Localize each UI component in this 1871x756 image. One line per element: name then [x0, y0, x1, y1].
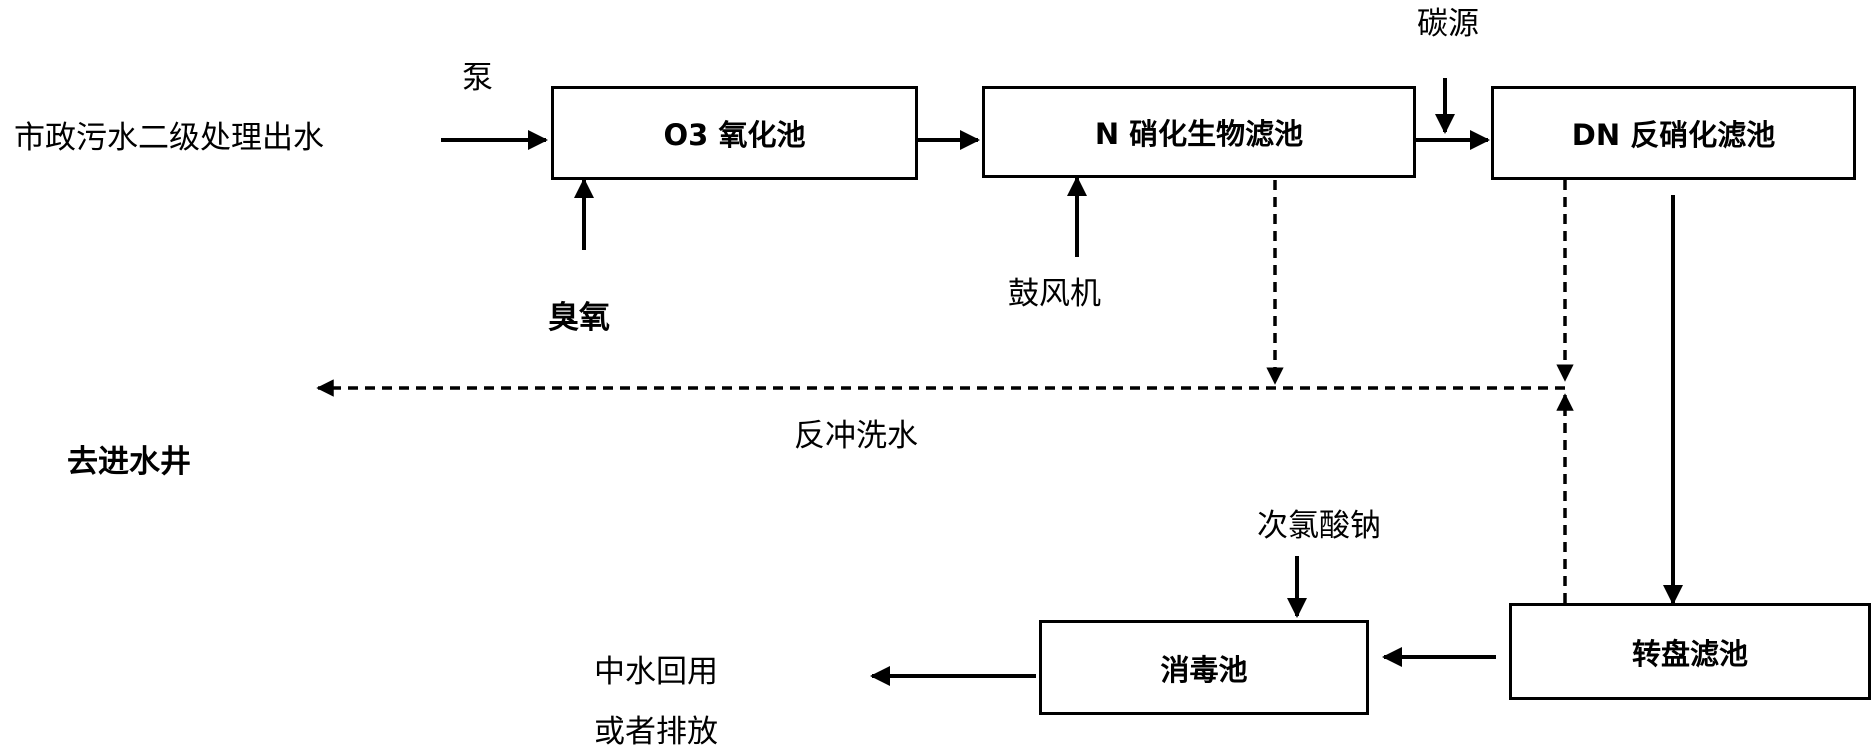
pump-label: 泵: [462, 60, 493, 96]
hypochlorite-label: 次氯酸钠: [1257, 508, 1381, 544]
influent-label: 市政污水二级处理出水: [14, 120, 324, 156]
nitrification-biofilter-label: N 硝化生物滤池: [1094, 117, 1304, 151]
carbon-source-label: 碳源: [1417, 6, 1479, 42]
reuse-label-line2: 或者排放: [594, 714, 718, 750]
to-inlet-well-label: 去进水井: [67, 444, 191, 480]
ozone-oxidation-tank-label: O3 氧化池: [663, 118, 806, 152]
denitrification-filter-label: DN 反硝化滤池: [1571, 118, 1776, 152]
reuse-label-line1: 中水回用: [594, 654, 718, 690]
disinfection-tank-label: 消毒池: [1160, 652, 1248, 687]
nitrification-biofilter: N 硝化生物滤池: [982, 86, 1416, 178]
backwash-water-label: 反冲洗水: [794, 418, 918, 454]
disinfection-tank: 消毒池: [1039, 620, 1369, 715]
blower-label: 鼓风机: [1008, 276, 1101, 312]
disc-filter-label: 转盘滤池: [1631, 636, 1748, 671]
denitrification-filter: DN 反硝化滤池: [1491, 86, 1856, 180]
ozone-label: 臭氧: [548, 300, 610, 336]
ozone-oxidation-tank: O3 氧化池: [551, 86, 918, 180]
disc-filter: 转盘滤池: [1509, 603, 1871, 700]
